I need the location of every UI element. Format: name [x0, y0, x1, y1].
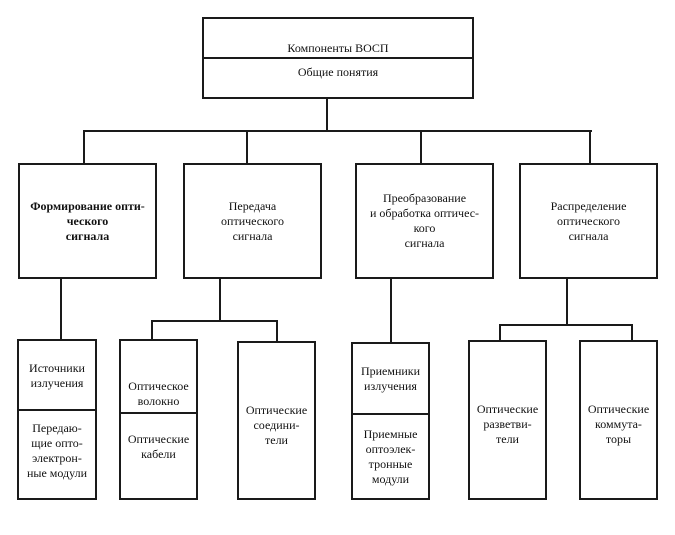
category-box-signal-transmission: Передача оптического сигнала — [183, 163, 322, 279]
leaf-box-optical-splitters: Оптические разветви- тели — [468, 340, 547, 500]
root-subtitle-cell: Общие понятия — [204, 59, 472, 99]
leaf-box-receivers: Приемники излучения Приемные оптоэлек- т… — [351, 342, 430, 500]
leaf-label: Оптические коммута- торы — [587, 402, 650, 446]
leaf-top-label: Приемники излучения — [360, 364, 421, 393]
connector-cat3-drop — [420, 130, 422, 164]
category-box-signal-forming: Формирование опти- ческого сигнала — [18, 163, 157, 279]
leaf-top-cell: Источники излучения — [19, 341, 95, 410]
category-label: Распределение оптического сигнала — [550, 198, 627, 243]
category-label-cell: Преобразование и обработка оптичес- кого… — [357, 165, 492, 277]
leaf-label: Оптические соедини- тели — [245, 403, 308, 447]
leaf-bottom-label: Передаю- щие опто- электрон- ные модули — [26, 421, 88, 480]
connector-cat4-bus — [499, 324, 633, 326]
connector-root-stem — [326, 98, 328, 132]
leaf-bottom-label: Приемные оптоэлек- тронные модули — [363, 427, 418, 486]
root-subtitle: Общие понятия — [297, 65, 379, 79]
leaf-label-cell: Оптические соедини- тели — [239, 343, 314, 498]
root-box: Компоненты ВОСП Общие понятия — [202, 17, 474, 99]
category-box-signal-conversion: Преобразование и обработка оптичес- кого… — [355, 163, 494, 279]
connector-cat1-drop — [83, 130, 85, 164]
leaf-box-optical-connectors: Оптические соедини- тели — [237, 341, 316, 500]
category-label-cell: Формирование опти- ческого сигнала — [20, 165, 155, 277]
connector-cat2-stem — [219, 278, 221, 322]
leaf-bottom-cell: Приемные оптоэлек- тронные модули — [353, 415, 428, 498]
connector-cat2-leaf2-drop — [276, 320, 278, 342]
category-label: Преобразование и обработка оптичес- кого… — [369, 191, 480, 250]
leaf-top-cell: Оптическое волокно — [121, 341, 196, 413]
connector-cat1-to-leaf — [60, 278, 62, 340]
connector-cat3-to-leaf — [390, 278, 392, 343]
leaf-label-cell: Оптические коммута- торы — [581, 342, 656, 498]
category-label-cell: Передача оптического сигнала — [185, 165, 320, 277]
category-label: Формирование опти- ческого сигнала — [30, 198, 145, 243]
connector-cat2-drop — [246, 130, 248, 164]
connector-cat2-leaf1-drop — [151, 320, 153, 340]
leaf-top-cell: Приемники излучения — [353, 344, 428, 414]
leaf-divider — [19, 409, 95, 411]
leaf-label: Оптические разветви- тели — [476, 402, 539, 446]
connector-main-bus — [83, 130, 592, 132]
leaf-top-label: Источники излучения — [29, 360, 85, 390]
leaf-bottom-cell: Оптические кабели — [121, 414, 196, 498]
leaf-top-label: Оптическое волокно — [128, 379, 189, 408]
connector-cat4-leaf1-drop — [499, 324, 501, 341]
category-box-signal-distribution: Распределение оптического сигнала — [519, 163, 658, 279]
connector-cat2-bus — [151, 320, 278, 322]
category-label: Передача оптического сигнала — [221, 198, 284, 243]
leaf-box-emitters: Источники излучения Передаю- щие опто- э… — [17, 339, 97, 500]
leaf-bottom-label: Оптические кабели — [127, 432, 190, 461]
leaf-divider — [353, 413, 428, 415]
root-divider — [204, 57, 472, 59]
leaf-box-optical-switches: Оптические коммута- торы — [579, 340, 658, 500]
category-label-cell: Распределение оптического сигнала — [521, 165, 656, 277]
root-title: Компоненты ВОСП — [287, 41, 389, 55]
leaf-label-cell: Оптические разветви- тели — [470, 342, 545, 498]
connector-cat4-drop — [589, 130, 591, 164]
connector-cat4-leaf2-drop — [631, 324, 633, 341]
leaf-divider — [121, 412, 196, 414]
connector-cat4-stem — [566, 278, 568, 326]
root-title-cell: Компоненты ВОСП — [204, 19, 472, 59]
leaf-bottom-cell: Передаю- щие опто- электрон- ные модули — [19, 411, 95, 498]
leaf-box-optical-fiber: Оптическое волокно Оптические кабели — [119, 339, 198, 500]
